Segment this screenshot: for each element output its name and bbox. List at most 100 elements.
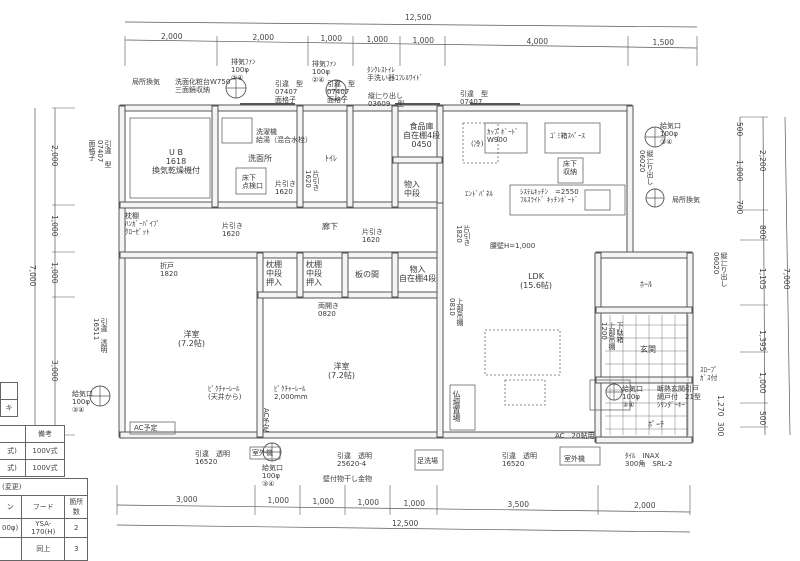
rooms-itanoma-label: 板の間: [355, 270, 379, 279]
table-row: 式)100V式: [0, 459, 65, 477]
wall: [346, 105, 354, 208]
wall: [595, 436, 693, 444]
annotations-supply-right-top-label: 給気口 100φ ③④: [660, 122, 681, 146]
wall: [595, 251, 693, 259]
right-inner-2-label: 700: [735, 200, 744, 215]
top-4-label: 1,000: [412, 36, 434, 45]
annotations-cupboard-label: ｶｯﾌﾟﾎﾞｰﾄﾞ W900: [487, 128, 519, 144]
cupboard: [484, 122, 528, 154]
rooms-porch-label: ﾎﾟｰﾁ: [648, 420, 664, 429]
table-row: 式)100V式: [0, 442, 65, 460]
wall: [626, 105, 634, 258]
bottom-5-label: 3,500: [507, 500, 529, 509]
rooms-ldk-label: LDK (15.6帖): [520, 272, 553, 290]
annotations-local-vent-right-label: 局所換気: [672, 196, 700, 204]
kitchen-counter: [509, 184, 626, 216]
fridge-space: [462, 122, 499, 164]
rooms-storage1-label: 物入 中段: [404, 180, 420, 198]
rooms-western-left-label: 洋室 (7.2帖): [178, 330, 205, 348]
underfloor-storage: [557, 157, 584, 184]
annotations-washer-label: 洗濯機 給湯（混合水栓）: [256, 128, 312, 144]
annotations-slide-door1-label: 片引き 1620: [275, 180, 296, 196]
wall: [118, 105, 126, 438]
annotations-underfloor-storage-label: 床下 収納: [563, 160, 577, 176]
annotations-window-bottom2-label: 引違 透明 25620-4: [337, 452, 372, 468]
wall: [296, 252, 304, 298]
annotations-window-left-bottom-label: 引違 透明 16511: [92, 318, 108, 353]
rooms-toilet-label: ﾄｲﾚ: [325, 154, 337, 163]
annotations-supply-bottom-label: 給気口 100φ ③④: [262, 464, 283, 488]
top-6-label: 1,500: [652, 38, 674, 47]
wall: [391, 252, 399, 298]
wall: [595, 306, 693, 314]
annotations-outdoor-unit1-label: 室外機: [252, 449, 273, 457]
rooms-bath-label: U B 1618 換気乾燥機付: [152, 148, 200, 175]
dimension-line: [116, 524, 691, 533]
table-title: (変更): [0, 478, 89, 496]
trash-space: [544, 122, 601, 154]
annotations-window3-label: 引違 型 07407: [460, 90, 488, 106]
rooms-washroom-label: 洗面所: [248, 154, 272, 163]
annotations-kitchen-label: ｼｽﾃﾑｷｯﾁﾝ =2550 ﾌﾙｽﾗｲﾄﾞ ｷｯﾁﾝﾎﾞｰﾄﾞ: [520, 188, 579, 204]
cooktop: [584, 189, 611, 211]
floor-plan-drawing: [34, 21, 791, 533]
table-cell: [0, 382, 18, 400]
annotations-window-bottom3-label: 引違 透明 16520: [502, 452, 537, 468]
annotations-slide-door4-label: 片引き 1620: [362, 228, 383, 244]
rooms-corridor-label: 廊下: [322, 222, 338, 231]
annotations-fridge-label: (冷): [471, 140, 484, 148]
right-4-label: 1,000: [758, 372, 767, 394]
annotations-stair-box-label: 上部吊棚 0810: [448, 298, 464, 326]
rooms-pantry-label: 食品庫 自在棚4段 0450: [403, 122, 441, 149]
wall: [341, 252, 349, 298]
annotations-vanity-label: 洗面化粧台W750 三面鏡収納: [175, 78, 231, 94]
outdoor-unit: [559, 446, 601, 466]
annotations-slide-door3-label: 片引き 1620: [222, 222, 243, 238]
annotations-slope-label: ｽﾛｰﾌﾟ ｶﾞｽ付: [700, 366, 718, 382]
rooms-oshiire1-label: 枕棚 中段 押入: [266, 260, 282, 287]
annotations-slide-door2-label: 片引き 1620: [304, 170, 320, 191]
right-1-label: 800: [758, 225, 767, 240]
rooms-oshiire2-label: 枕棚 中段 押入: [306, 260, 322, 287]
table-cell: キ: [0, 399, 18, 417]
underfloor-hatch: [235, 167, 267, 195]
right-inner-1-label: 1,000: [735, 160, 744, 182]
wall: [296, 105, 304, 208]
annotations-sash-top-label: 縦辷り出し 03609 型: [368, 92, 405, 108]
rooms-hall-label: ﾎｰﾙ: [640, 280, 652, 289]
left-0-label: 2,000: [50, 145, 59, 167]
right-3-label: 1,395: [758, 330, 767, 352]
annotations-supply-left-label: 給気口 100φ ③④: [72, 390, 93, 414]
right-5-label: 500: [758, 411, 767, 426]
annotations-local-vent-left-label: 局所換気: [132, 78, 160, 86]
left-2-label: 1,000: [50, 262, 59, 284]
annotations-double-door-label: 両開き 0820: [318, 302, 339, 318]
bottom-1-label: 1,000: [267, 496, 289, 505]
foot-wash: [414, 449, 444, 471]
washbasin: [221, 117, 253, 144]
bottom-0-label: 3,000: [176, 495, 198, 504]
annotations-ac-left-label: AC予定: [134, 424, 158, 432]
table: [504, 379, 546, 406]
bottom-4-label: 1,000: [403, 499, 425, 508]
dimension-line: [124, 39, 698, 49]
ac-box: [129, 421, 176, 435]
annotations-shoe-box-label: 下駄箱 上部吊棚 1200: [600, 322, 624, 350]
wall: [256, 252, 264, 438]
bathtub: [129, 117, 211, 199]
top-3-label: 1,000: [366, 35, 388, 44]
annotations-foot-wash-label: 足洗場: [417, 457, 438, 465]
top-0-label: 2,000: [161, 32, 183, 41]
annotations-window-hall-label: 縦辷り出し 06020: [712, 252, 728, 287]
sofa: [484, 329, 561, 376]
butsuma: [449, 384, 476, 431]
annotations-underfloor-label: 床下 点検口: [242, 174, 263, 190]
wall: [211, 105, 219, 208]
table-header: 備考: [25, 425, 65, 443]
wall: [392, 156, 443, 164]
annotations-tankless-label: ﾀﾝｸﾚｽﾄｲﾚ 手洗い器ｺﾌﾚﾙﾜｲﾄﾞ: [367, 66, 423, 82]
top-1-label: 2,000: [252, 33, 274, 42]
rooms-closet-left-label: 枕棚 ﾊﾝｶﾞｰﾊﾟｲﾌﾟ ｸﾛｰｾﾞｯﾄ: [125, 212, 160, 236]
annotations-entrance-door-label: 断熱玄関引戸 網戸付 21型 ｼﾘﾝﾀﾞｰｷｰ: [657, 385, 701, 409]
